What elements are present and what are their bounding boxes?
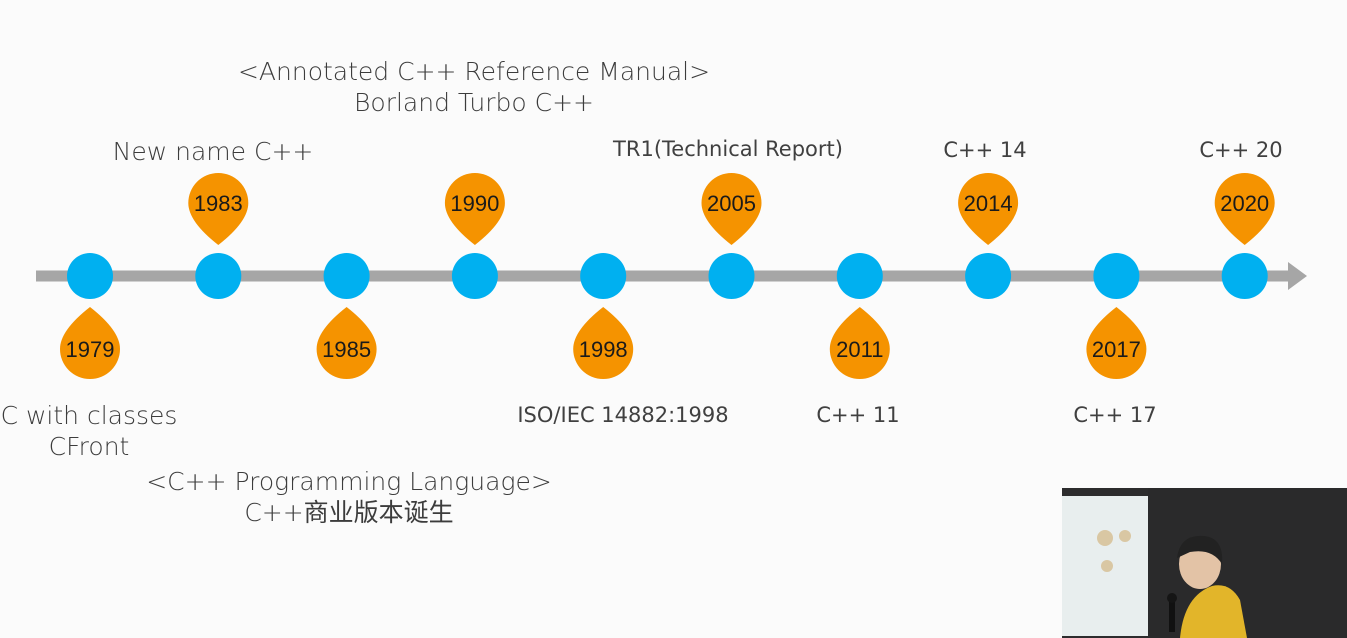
presenter-webcam <box>1062 488 1347 638</box>
label-1998: ISO/IEC 14882:1998 <box>517 403 728 429</box>
label-annotated-manual: <Annotated C++ Reference Manual> <box>237 57 711 86</box>
label-cpp20: C++ 20 <box>1199 138 1283 162</box>
timeline-node-1998 <box>580 253 627 299</box>
year-label-2017: 2017 <box>1092 337 1141 362</box>
label-cpp11: C++ 11 <box>816 403 900 427</box>
timeline-node-2017 <box>1093 253 1140 299</box>
year-marker-2011 <box>829 307 890 380</box>
timeline-node-2020 <box>1221 253 1268 299</box>
label-iso: ISO/IEC 14882:1998 <box>517 403 729 427</box>
year-label-2011: 2011 <box>836 337 883 362</box>
timeline-node-2005 <box>708 253 755 299</box>
label-cpp14: C++ 14 <box>943 138 1027 162</box>
label-borland: Borland Turbo C++ <box>354 87 594 117</box>
label-cfront: CFront <box>48 431 130 461</box>
year-marker-1990 <box>444 172 505 245</box>
year-marker-1985 <box>316 307 377 380</box>
timeline-node-1990 <box>451 253 498 299</box>
label-1985: <C++ Programming Language> C++商业版本诞生 <box>146 467 552 528</box>
label-2020: C++ 20 <box>1199 138 1282 164</box>
year-label-2005: 2005 <box>707 191 756 216</box>
year-marker-2017 <box>1086 307 1147 380</box>
year-marker-2005 <box>701 173 762 245</box>
year-label-1985: 1985 <box>322 337 371 362</box>
label-1979: C with classes CFront <box>1 401 178 462</box>
year-label-1983: 1983 <box>194 191 243 216</box>
label-new-name: New name C++ <box>112 137 314 166</box>
year-marker-1983 <box>188 173 249 245</box>
label-2005: TR1(Technical Report) <box>613 137 843 163</box>
timeline-node-1983 <box>195 253 242 299</box>
label-commercial: C++商业版本诞生 <box>244 497 454 527</box>
label-cpp17: C++ 17 <box>1073 403 1157 427</box>
timeline-arrowhead <box>1288 262 1307 290</box>
label-1983: New name C++ <box>113 137 314 168</box>
year-label-1979: 1979 <box>66 337 115 362</box>
label-2011: C++ 11 <box>816 403 899 429</box>
year-marker-2020 <box>1214 173 1275 245</box>
year-label-1998: 1998 <box>579 337 628 362</box>
year-label-2014: 2014 <box>964 191 1013 216</box>
year-label-2020: 2020 <box>1220 191 1269 216</box>
timeline-node-1979 <box>67 253 113 299</box>
year-marker-2014 <box>958 173 1019 245</box>
label-1990: <Annotated C++ Reference Manual> Borland… <box>238 57 710 118</box>
label-tr1: TR1(Technical Report) <box>613 137 843 161</box>
year-marker-1979 <box>60 307 120 379</box>
timeline-node-2011 <box>836 253 883 299</box>
year-label-1990: 1990 <box>450 191 499 216</box>
label-c-with-classes: C with classes <box>0 401 178 430</box>
label-2014: C++ 14 <box>943 138 1026 164</box>
timeline-node-1985 <box>323 253 370 299</box>
label-programming-language: <C++ Programming Language> <box>146 467 552 496</box>
year-marker-1998 <box>573 307 634 380</box>
presenter-figure <box>1097 530 1247 638</box>
label-2017: C++ 17 <box>1073 403 1156 429</box>
timeline-node-2014 <box>965 253 1012 299</box>
